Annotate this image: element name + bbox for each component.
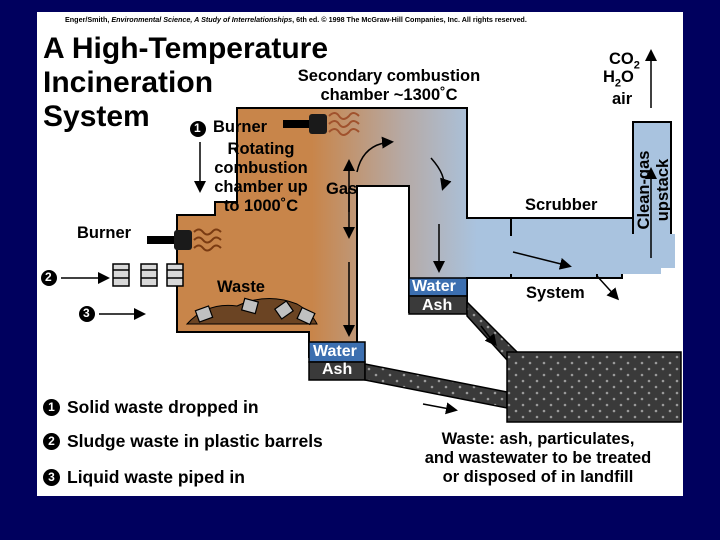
barrel-icons bbox=[112, 263, 184, 287]
ash-label-left: Ash bbox=[322, 361, 353, 378]
ash-label-right: Ash bbox=[422, 297, 453, 314]
clean-gas-upstack-label: Clean-gas upstack bbox=[635, 150, 672, 230]
rotating-chamber-label: Rotating combustion chamber up to 1000˚C bbox=[214, 140, 308, 215]
h2o-label: H2O bbox=[603, 68, 634, 90]
legend-number: 1 bbox=[43, 398, 60, 416]
incinerator-drawing bbox=[41, 49, 682, 423]
scrubber-label: Scrubber bbox=[525, 196, 598, 214]
gas-label: Gas bbox=[326, 180, 358, 198]
burner-left-label: Burner bbox=[77, 224, 132, 242]
legend-item: 1 Solid waste dropped in bbox=[43, 396, 259, 418]
marker-1: 1 bbox=[194, 121, 201, 135]
water-label-right: Water bbox=[412, 278, 456, 295]
credit-line: Enger/Smith, Environmental Science, A St… bbox=[65, 15, 527, 24]
ash-chute-left bbox=[364, 363, 508, 409]
burner-left-icon bbox=[147, 228, 222, 252]
burner-top-label: Burner bbox=[213, 118, 268, 136]
air-label: air bbox=[612, 90, 633, 108]
diagram-title: A High-Temperature Incineration System bbox=[43, 32, 329, 133]
marker-3: 3 bbox=[83, 306, 90, 320]
legend-item: 3 Liquid waste piped in bbox=[43, 466, 245, 488]
legend-number: 2 bbox=[43, 432, 60, 450]
secondary-chamber-label: Secondary combustion chamber ~1300˚C bbox=[297, 67, 481, 104]
burner-top-icon bbox=[283, 112, 360, 136]
legend-item: 2 Sludge waste in plastic barrels bbox=[43, 430, 323, 452]
waste-pile bbox=[185, 297, 318, 326]
legend-text: Sludge waste in plastic barrels bbox=[67, 430, 323, 451]
landfill-container bbox=[506, 351, 682, 423]
diagram-slide: Enger/Smith, Environmental Science, A St… bbox=[37, 12, 683, 496]
legend-text: Liquid waste piped in bbox=[67, 466, 245, 487]
water-label-left: Water bbox=[313, 343, 357, 360]
legend-number: 3 bbox=[43, 468, 60, 486]
flow-arrows bbox=[61, 49, 657, 415]
system-label: System bbox=[526, 284, 585, 302]
co2-label: CO2 bbox=[609, 50, 640, 72]
marker-2: 2 bbox=[45, 270, 52, 284]
waste-label: Waste bbox=[217, 278, 265, 296]
landfill-label: Waste: ash, particulates, and wastewater… bbox=[424, 430, 652, 486]
legend-text: Solid waste dropped in bbox=[67, 396, 259, 417]
